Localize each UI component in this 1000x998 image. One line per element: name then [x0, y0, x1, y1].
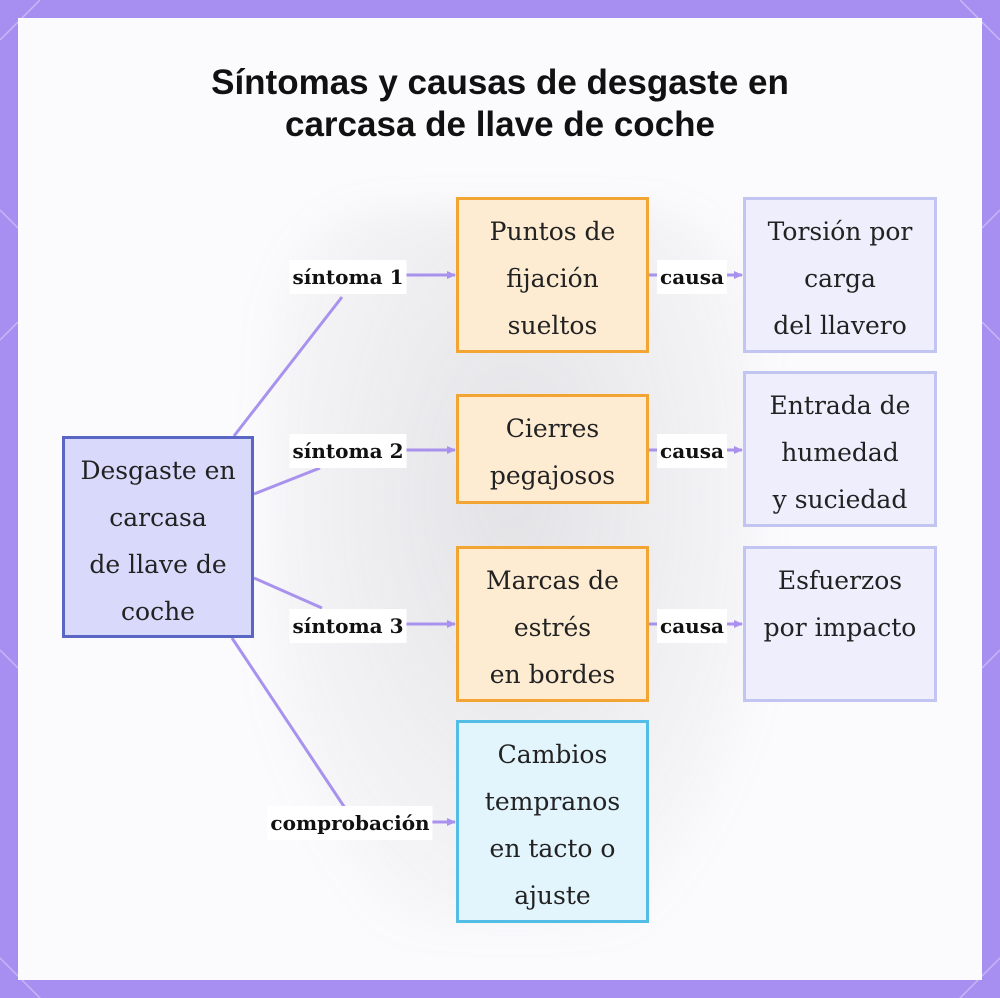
edge-label-symptom-3: síntoma 3	[289, 609, 407, 643]
edge-label-cause-3: causa	[657, 609, 727, 643]
cause-node-2: Entrada de humedad y suciedad	[743, 371, 937, 527]
root-node: Desgaste en carcasa de llave de coche	[62, 436, 254, 638]
symptom-node-3: Marcas de estrés en bordes	[456, 546, 649, 702]
cause-node-1: Torsión por carga del llavero	[743, 197, 937, 353]
symptom-node-1: Puntos de fijación sueltos	[456, 197, 649, 353]
title-line-2: carcasa de llave de coche	[285, 105, 715, 144]
diagram-title: Síntomas y causas de desgaste en carcasa…	[0, 62, 1000, 146]
cause-node-3: Esfuerzos por impacto	[743, 546, 937, 702]
edge-label-cause-2: causa	[657, 434, 727, 468]
title-line-1: Síntomas y causas de desgaste en	[211, 63, 789, 102]
edge-label-check: comprobación	[267, 806, 433, 840]
edge-root-symptom-2	[253, 466, 321, 496]
edge-root-check	[230, 637, 347, 809]
edge-root-symptom-3	[253, 576, 323, 610]
edge-label-symptom-2: síntoma 2	[289, 434, 407, 468]
check-node: Cambios tempranos en tacto o ajuste	[456, 720, 649, 923]
edge-label-symptom-1: síntoma 1	[289, 260, 407, 294]
edge-root-symptom-1	[232, 296, 344, 437]
symptom-node-2: Cierres pegajosos	[456, 394, 649, 504]
edge-label-cause-1: causa	[657, 260, 727, 294]
